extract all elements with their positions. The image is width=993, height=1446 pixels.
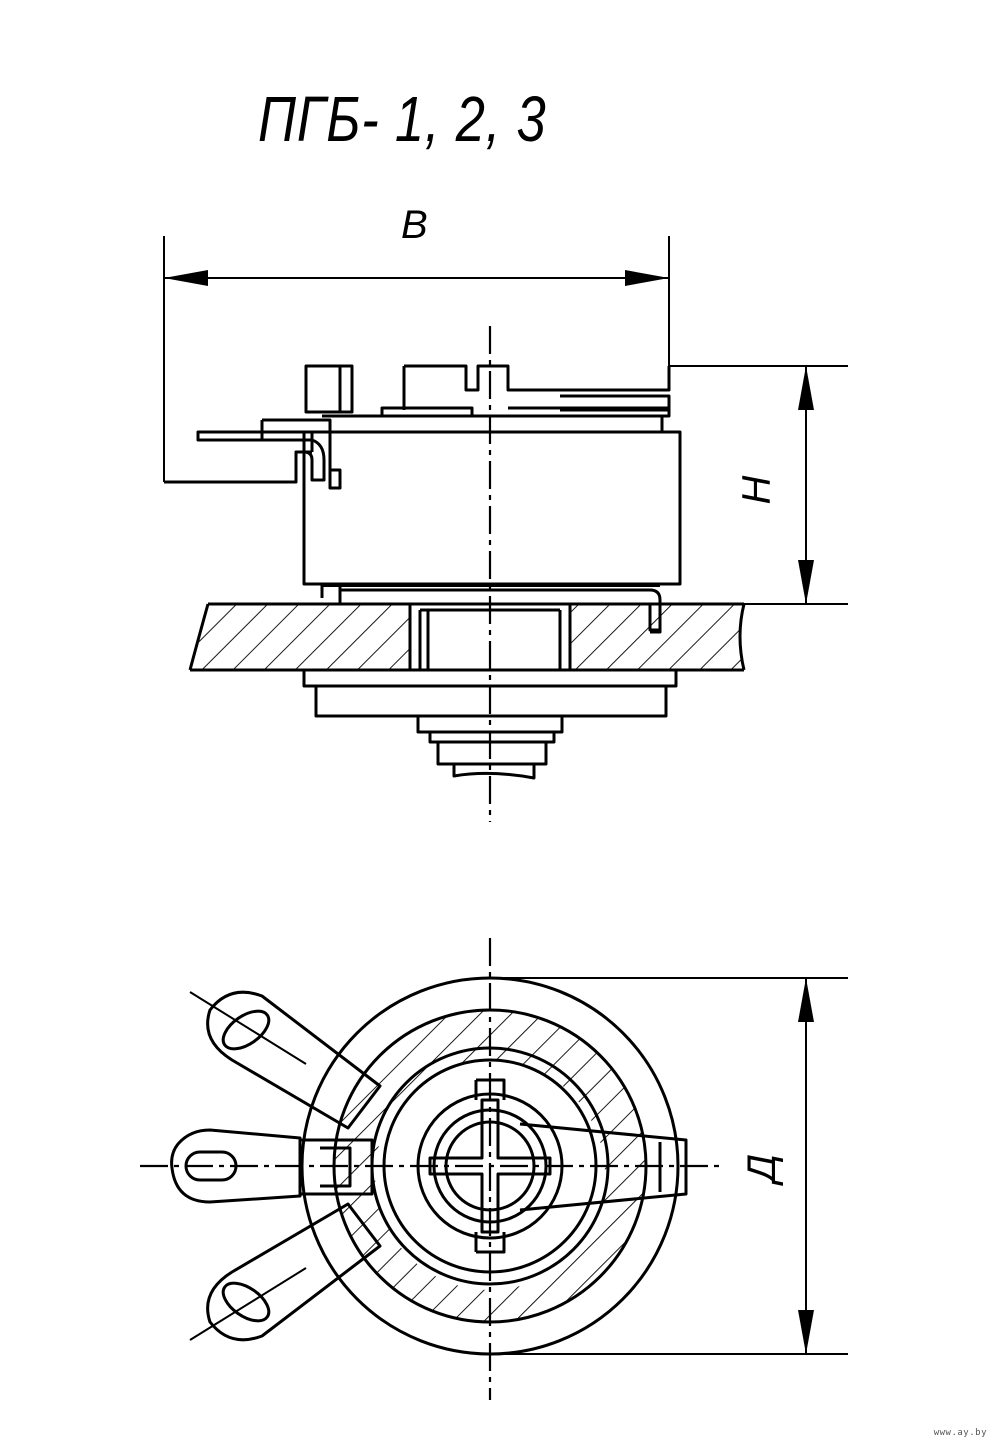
top-view: [140, 938, 848, 1400]
watermark: www.ay.by: [933, 1428, 987, 1438]
mounting-panel: [188, 602, 746, 672]
solder-lug-middle: [170, 1128, 374, 1204]
dimension-width: [163, 236, 670, 482]
drawing-title: ПГБ- 1, 2, 3: [258, 83, 547, 155]
dimension-width-label: В: [401, 203, 428, 247]
solder-lug-upper: [189, 990, 382, 1130]
solder-lug-lower: [189, 1202, 382, 1342]
dimension-height: [669, 365, 848, 605]
dimension-diameter: [490, 977, 848, 1355]
side-view: [163, 236, 848, 822]
